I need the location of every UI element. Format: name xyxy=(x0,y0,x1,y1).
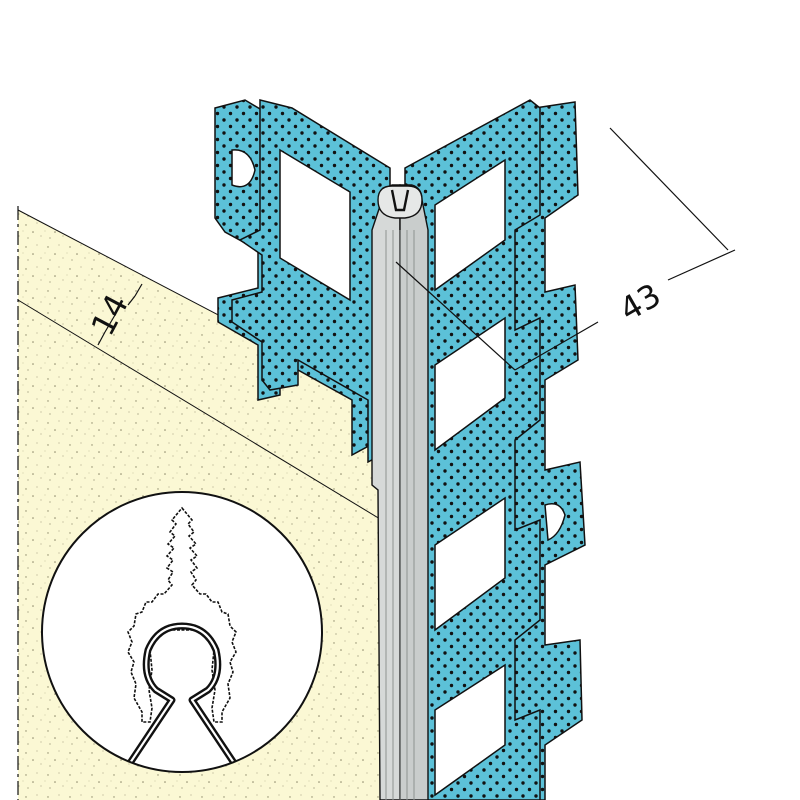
profile-cross-section xyxy=(127,506,237,723)
dimension-label-43: 43 xyxy=(613,276,667,329)
mesh-wing-right-front xyxy=(404,99,541,800)
detail-circle xyxy=(41,491,323,773)
mesh-wing-left-front xyxy=(231,99,391,464)
nose-bead xyxy=(371,184,429,800)
